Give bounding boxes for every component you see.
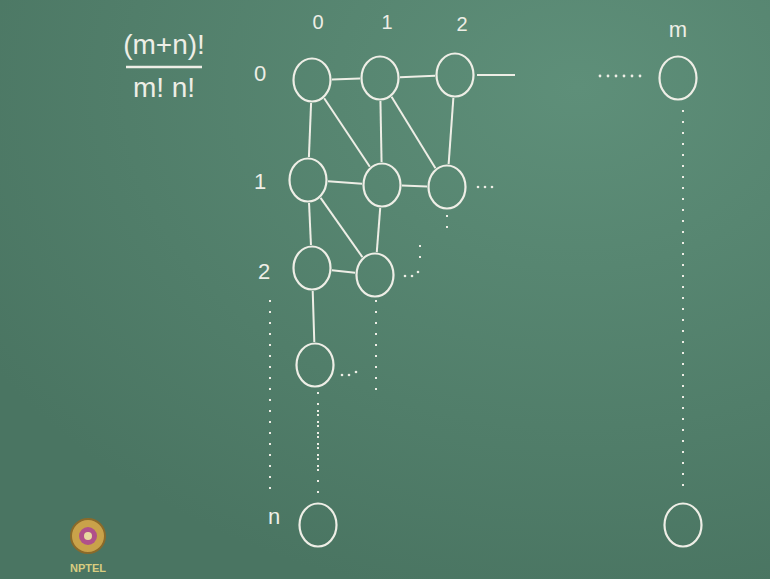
graph-edge: [321, 198, 363, 257]
node-circle: [427, 164, 467, 210]
ellipsis-dots: [341, 75, 642, 377]
graph-node: [435, 52, 475, 98]
graph-edge: [332, 78, 360, 81]
chalk-line: [477, 74, 515, 76]
graph-node: [292, 245, 332, 291]
node-circle: [360, 55, 400, 101]
graph-edge: [392, 97, 436, 168]
graph-edge: [449, 98, 454, 164]
node-circle: [292, 245, 332, 291]
index-label: m: [669, 19, 687, 41]
logo-text: NPTEL: [70, 563, 106, 574]
graph-edge: [380, 101, 381, 162]
graph-node: [360, 55, 400, 101]
formula-text: m! n!: [133, 74, 195, 102]
graph-edge: [324, 98, 370, 166]
graph-node: [295, 342, 335, 388]
index-label: 2: [258, 261, 270, 283]
graph-edge: [400, 76, 435, 77]
node-circle: [295, 342, 335, 388]
index-label: 0: [254, 63, 266, 85]
index-label: 1: [254, 171, 266, 193]
node-circle: [288, 157, 328, 203]
graph-node: [362, 162, 402, 208]
graph-node: [288, 157, 328, 203]
node-circle: [658, 55, 698, 101]
graph-node: [298, 502, 338, 548]
fraction-bar: [126, 66, 202, 69]
index-label: 1: [381, 12, 392, 32]
node-circle: [435, 52, 475, 98]
graph-edge: [332, 270, 355, 273]
node-circle: [298, 502, 338, 548]
graph-node: [292, 57, 332, 103]
node-circle: [292, 57, 332, 103]
graph-edge: [313, 291, 315, 342]
node-circle: [355, 252, 395, 298]
graph-edge: [309, 103, 311, 157]
node-circle: [362, 162, 402, 208]
graph-edge: [309, 203, 311, 245]
graph-node: [355, 252, 395, 298]
graph-edge: [402, 185, 427, 188]
dotted-continuation: [270, 110, 683, 498]
graph-node: [663, 502, 703, 548]
index-label: 2: [456, 14, 467, 34]
graph-edge: [328, 181, 362, 183]
graph-node: [427, 164, 467, 210]
graph-edge: [377, 208, 380, 252]
index-label: 0: [312, 12, 323, 32]
formula-text: (m+n)!: [123, 31, 205, 59]
graph-node: [658, 55, 698, 101]
nptel-logo: [71, 519, 105, 553]
index-label: n: [268, 506, 280, 528]
node-circle: [663, 502, 703, 548]
